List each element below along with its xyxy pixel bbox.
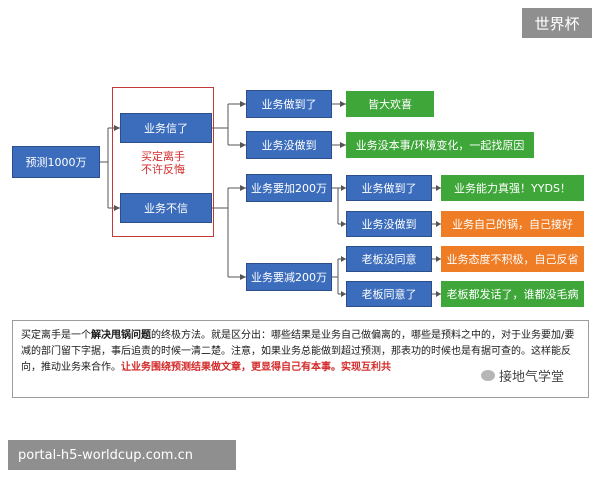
explanation-note: 买定离手是一个解决甩锅问题的终极方法。就是区分出：哪些结果是业务自己做偏离的，哪… <box>12 320 589 398</box>
add-200-node: 业务要加200万 <box>246 174 332 202</box>
add-done-result: 业务能力真强！YYDS！ <box>441 175 584 201</box>
watermark-top: 世界杯 <box>522 8 592 38</box>
believe-done-result: 皆大欢喜 <box>346 91 434 117</box>
cut-200-node: 业务要减200万 <box>246 263 332 291</box>
wechat-icon <box>481 370 495 381</box>
believe-not-done-result: 业务没本事/环境变化，一起找原因 <box>346 132 534 158</box>
brand-watermark: 接地气学堂 <box>478 366 568 385</box>
note-red: 让业务围绕预测结果做文章，更显得自己有本事。实现互利共 <box>121 362 391 373</box>
boss-disagree-result: 业务态度不积极，自己反省 <box>441 246 584 272</box>
connector-add <box>332 187 346 225</box>
watermark-bottom: portal-h5-worldcup.com.cn <box>8 440 236 470</box>
add-done-node: 业务做到了 <box>346 175 432 201</box>
connector-believe <box>212 103 246 146</box>
add-not-done-result: 业务自己的锅，自己接好 <box>441 211 584 237</box>
boss-disagree-node: 老板没同意 <box>346 246 432 272</box>
believe-not-done-node: 业务没做到 <box>246 131 332 159</box>
boss-agree-node: 老板同意了 <box>346 281 432 307</box>
disbelieve-node: 业务不信 <box>120 193 212 223</box>
root-node: 预测1000万 <box>12 146 100 178</box>
note-bold: 解决甩锅问题 <box>91 330 151 341</box>
believe-node: 业务信了 <box>120 113 212 143</box>
boss-agree-result: 老板都发话了，谁都没毛病 <box>441 281 584 307</box>
add-not-done-node: 业务没做到 <box>346 211 432 237</box>
connector-root <box>100 127 120 209</box>
decision-frame <box>112 87 214 237</box>
believe-done-node: 业务做到了 <box>246 90 332 118</box>
commitment-label: 买定离手 不许反悔 <box>141 150 185 176</box>
connector-disbelieve <box>212 187 246 278</box>
connector-cut <box>332 258 346 295</box>
